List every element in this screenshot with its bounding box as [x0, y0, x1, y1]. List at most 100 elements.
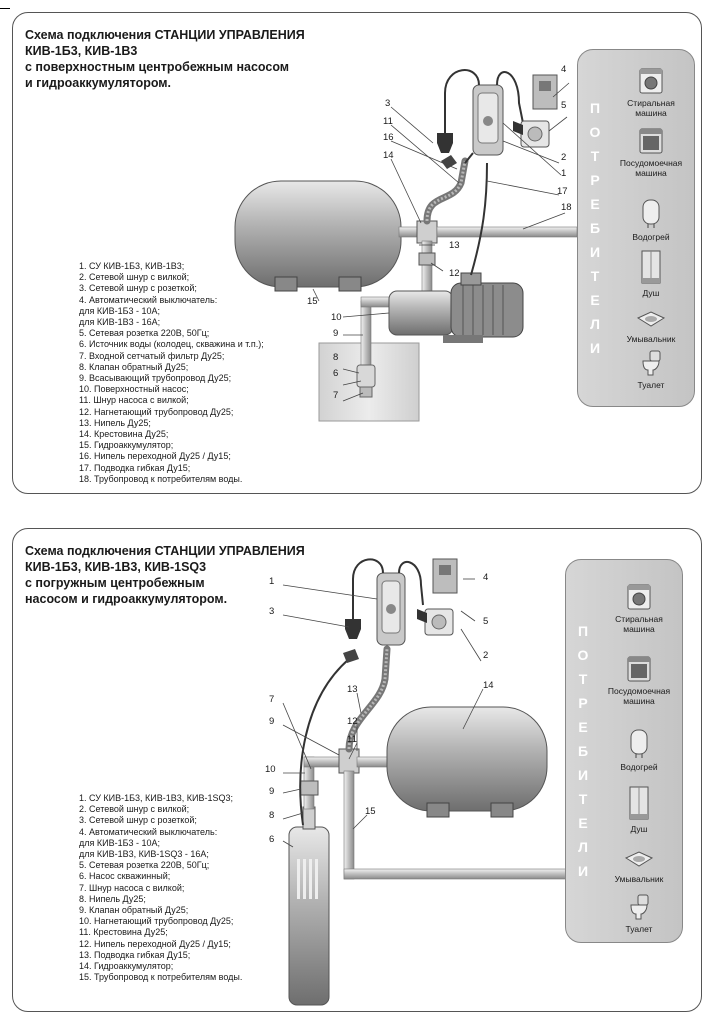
callout-9: 9: [269, 716, 275, 727]
callout-10: 10: [265, 764, 276, 775]
consumer-item: Водогрей: [610, 198, 692, 242]
toilet-icon: [610, 350, 692, 378]
callout-6: 6: [269, 834, 275, 845]
legend-item: 1. СУ КИВ-1Б3, КИВ-1В3, КИВ-1SQ3;: [79, 793, 234, 803]
consumer-label: Туалет: [625, 924, 653, 934]
callout-15: 15: [307, 296, 318, 307]
consumers-letter: И: [577, 767, 589, 783]
consumers-letter: Б: [589, 220, 601, 236]
shower-icon: [598, 786, 680, 822]
callout-9: 9: [333, 328, 339, 339]
legend-item: 2. Сетевой шнур с вилкой;: [79, 272, 190, 283]
callout-13: 13: [347, 684, 358, 695]
callout-14: 14: [383, 150, 394, 161]
callout-4: 4: [483, 572, 489, 583]
legend-item: 5. Сетевая розетка 220В, 50Гц;: [79, 860, 210, 871]
legend-item: 15. Трубопровод к потребителям воды.: [79, 972, 243, 983]
consumer-label: Посудомоечная машина: [607, 686, 671, 706]
callout-11: 11: [347, 734, 357, 745]
callout-1: 1: [561, 168, 567, 179]
legend-item: 13. Подводка гибкая Ду15;: [79, 949, 191, 960]
callout-5: 5: [561, 100, 567, 111]
consumer-item: Душ: [610, 250, 692, 298]
consumer-item: Стиральная машина: [598, 584, 680, 634]
consumers-letter: Е: [578, 815, 588, 831]
diagram-panel-submersible-pump: Схема подключения СТАНЦИИ УПРАВЛЕНИЯ КИВ…: [12, 528, 702, 1012]
consumer-label: Умывальник: [626, 334, 676, 344]
legend-list: 1. СУ КИВ-1Б3, КИВ-1В3, КИВ-1SQ3;2. Сете…: [79, 793, 242, 983]
shower-icon: [610, 250, 692, 286]
consumers-letter: Т: [578, 671, 588, 687]
consumers-letter: Р: [578, 695, 588, 711]
callout-8: 8: [269, 810, 275, 821]
callout-10: 10: [331, 312, 342, 323]
pump-motor: [450, 282, 524, 338]
legend-item: 9. Всасывающий трубопровод Ду25;: [79, 373, 232, 384]
toilet-icon: [598, 894, 680, 922]
consumers-letter: Т: [578, 791, 588, 807]
legend-item: 18. Трубопровод к потребителям воды.: [79, 473, 243, 484]
callout-2: 2: [561, 152, 567, 163]
consumers-letter: Е: [578, 719, 588, 735]
check-valve: [356, 364, 376, 388]
callout-3: 3: [269, 606, 275, 617]
callout-5: 5: [483, 616, 489, 627]
consumer-label: Душ: [642, 288, 660, 298]
consumers-letter: О: [577, 647, 589, 663]
callout-14: 14: [483, 680, 494, 691]
legend-item: 8. Нипель Ду25;: [79, 893, 146, 904]
legend-item: 6. Насос скважинный;: [79, 871, 171, 882]
panel-title: Схема подключения СТАНЦИИ УПРАВЛЕНИЯ КИВ…: [25, 28, 305, 90]
consumer-item: Умывальник: [610, 310, 692, 344]
callout-leaders: [312, 82, 570, 402]
consumer-label: Водогрей: [632, 232, 670, 242]
legend-item: 4. Автоматический выключатель: для КИВ-1…: [79, 826, 218, 860]
pump-plug: [343, 649, 359, 663]
consumer-item: Стиральная машина: [610, 68, 692, 118]
consumers-letter: О: [589, 124, 601, 140]
callout-12: 12: [347, 716, 358, 727]
legend-list: 1. СУ КИВ-1Б3, КИВ-1В3;2. Сетевой шнур с…: [79, 261, 264, 485]
consumers-letter: П: [589, 100, 601, 116]
legend-item: 12. Нипель переходной Ду25 / Ду15;: [79, 938, 231, 949]
consumers-letter: П: [577, 623, 589, 639]
consumer-label: Стиральная машина: [627, 98, 675, 118]
check-valve: [299, 780, 319, 796]
legend-item: 15. Гидроаккумулятор;: [79, 440, 174, 451]
consumer-label: Водогрей: [620, 762, 658, 772]
consumers-letter: И: [589, 340, 601, 356]
consumer-label: Душ: [630, 824, 648, 834]
dishwasher-icon: [610, 128, 692, 156]
callout-2: 2: [483, 650, 489, 661]
legend-item: 7. Шнур насоса с вилкой;: [79, 882, 185, 893]
legend-item: 14. Крестовина Ду25;: [79, 429, 169, 440]
callout-15: 15: [365, 806, 376, 817]
consumer-label: Умывальник: [614, 874, 664, 884]
consumer-item: Посудомоечная машина: [610, 128, 692, 178]
submersible-pump: [288, 826, 330, 1006]
callout-leaders: [282, 578, 484, 848]
delivery-pipe: [421, 240, 433, 294]
callout-18: 18: [561, 202, 572, 213]
legend-item: 1. СУ КИВ-1Б3, КИВ-1В3;: [79, 261, 185, 271]
consumers-panel: ПОТРЕБИТЕЛИПОТРЕБИТЕЛИ Стиральная машина…: [577, 49, 695, 407]
consumers-letter: И: [577, 863, 589, 879]
hydroaccumulator-tank: [234, 180, 402, 288]
consumer-label: Стиральная машина: [615, 614, 663, 634]
consumer-label: Туалет: [637, 380, 665, 390]
connection-diagram-drawing: [234, 69, 578, 422]
plug-with-socket-cord: [437, 133, 453, 153]
consumers-vertical-label: ПОТРЕБИТЕЛИПОТРЕБИТЕЛИ: [572, 560, 594, 942]
callout-4: 4: [561, 64, 567, 75]
consumer-item: Душ: [598, 786, 680, 834]
callout-13: 13: [449, 240, 460, 251]
consumer-pipe: [436, 226, 578, 238]
consumers-letter: Т: [590, 268, 600, 284]
surface-pump: [388, 290, 454, 336]
legend-item: 17. Подводка гибкая Ду15;: [79, 462, 191, 473]
water-heater-icon: [610, 198, 692, 230]
pump-cord: [470, 162, 488, 276]
diagram-panel-surface-pump: Схема подключения СТАНЦИИ УПРАВЛЕНИЯ КИВ…: [12, 12, 702, 494]
legend-item: 16. Нипель переходной Ду25 / Ду15;: [79, 451, 231, 462]
consumer-item: Умывальник: [598, 850, 680, 884]
